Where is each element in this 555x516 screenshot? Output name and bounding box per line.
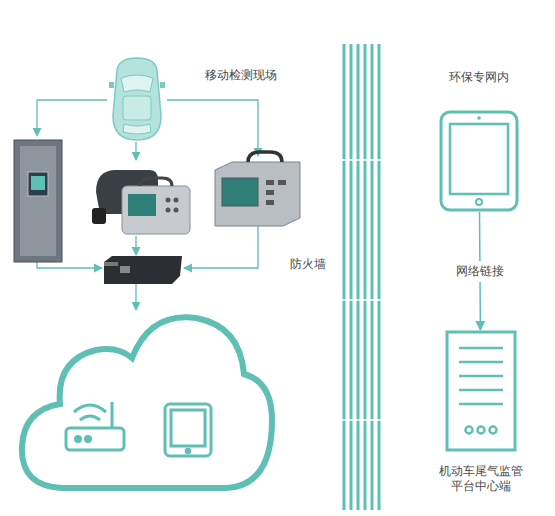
gas-analyzer (215, 152, 300, 226)
car-illustration (107, 56, 167, 142)
vehicle-node: 移动检测现场 (107, 56, 167, 142)
server-node: 机动车尾气监管 平台中心端 (430, 330, 532, 502)
cabinet-device (14, 140, 62, 262)
gateway-box (104, 256, 182, 284)
network-tablet-node: 环保专网内 (436, 66, 522, 212)
node-text: 环保专网内 (436, 70, 522, 85)
firewall-label: 防火墙 (290, 256, 326, 273)
node-text: 移动检测现场 (205, 68, 295, 83)
tablet-icon (165, 404, 211, 456)
firewall-joints (342, 160, 381, 420)
edge-label: 网络链接 (456, 261, 504, 282)
tablet-icon (436, 110, 522, 212)
leader-lines (37, 100, 258, 310)
opacity-meter (92, 170, 190, 234)
cloud-outline (22, 317, 272, 488)
node-text: 机动车尾气监管 平台中心端 (436, 464, 526, 494)
server-icon (430, 330, 532, 452)
router-icon (66, 402, 124, 450)
firewall-stripes (344, 44, 379, 510)
